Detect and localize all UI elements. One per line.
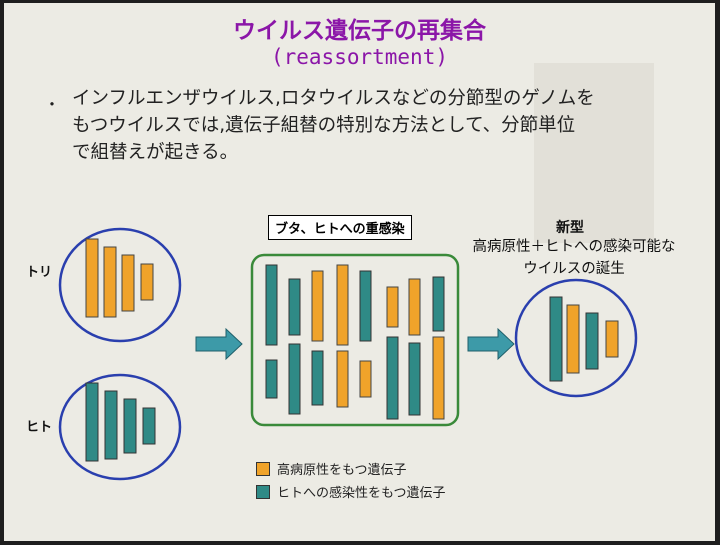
mixed-segment bbox=[359, 360, 372, 398]
reassortment-diagram bbox=[58, 227, 638, 481]
bird-segment bbox=[85, 238, 99, 318]
pig-human-coinfection-label: ブタ、ヒトへの重感染 bbox=[268, 215, 412, 240]
human-segment bbox=[85, 382, 99, 462]
legend-item-orange: 高病原性をもつ遺伝子 bbox=[256, 459, 406, 478]
body-line: インフルエンザウイルス,ロタウイルスなどの分節型のゲノムを bbox=[72, 88, 595, 109]
mixed-segment bbox=[336, 264, 349, 346]
arrow-icon bbox=[195, 327, 243, 361]
new-virus-circle bbox=[514, 278, 638, 398]
new-type-description: 高病原性＋ヒトへの感染可能な ウイルスの誕生 bbox=[434, 236, 714, 280]
arrow-icon bbox=[467, 327, 515, 361]
human-segment bbox=[123, 398, 137, 454]
mixed-segment bbox=[359, 270, 372, 342]
bird-segment bbox=[121, 254, 135, 312]
background-ghost-block bbox=[534, 63, 654, 243]
new-segment bbox=[585, 312, 599, 370]
bullet-marker: ・ bbox=[44, 95, 61, 114]
new-desc-line: 高病原性＋ヒトへの感染可能な bbox=[472, 239, 676, 255]
mixed-segment bbox=[288, 343, 301, 415]
body-line: で組替えが起きる。 bbox=[72, 142, 239, 163]
slide: ウイルス遺伝子の再集合 (reassortment) ・ インフルエンザウイルス… bbox=[4, 3, 715, 541]
bird-virus-circle bbox=[58, 227, 182, 343]
new-segment bbox=[549, 296, 563, 382]
new-segment bbox=[566, 304, 580, 374]
orange-swatch bbox=[256, 461, 270, 476]
legend-item-teal: ヒトへの感染性をもつ遺伝子 bbox=[256, 482, 445, 501]
mixed-segment bbox=[408, 342, 421, 416]
mixed-segment bbox=[408, 278, 421, 336]
pig-mixing-box bbox=[250, 253, 460, 427]
mixed-segment bbox=[311, 270, 324, 342]
mixed-segment bbox=[432, 336, 445, 420]
bird-segment bbox=[103, 246, 117, 318]
legend-label: ヒトへの感染性をもつ遺伝子 bbox=[277, 486, 446, 501]
slide-subtitle: (reassortment) bbox=[270, 45, 448, 69]
bird-label: トリ bbox=[26, 265, 53, 280]
bird-segment bbox=[140, 263, 154, 301]
new-segment bbox=[605, 320, 619, 358]
mixed-segment bbox=[432, 276, 445, 332]
mixed-segment bbox=[265, 264, 278, 346]
teal-swatch bbox=[256, 484, 270, 499]
mixed-segment bbox=[386, 336, 399, 420]
new-desc-line: ウイルスの誕生 bbox=[523, 261, 625, 277]
body-paragraph: インフルエンザウイルス,ロタウイルスなどの分節型のゲノムを もつウイルスでは,遺… bbox=[72, 85, 682, 166]
human-label: ヒト bbox=[26, 420, 53, 435]
body-line: もつウイルスでは,遺伝子組替の特別な方法として、分節単位 bbox=[72, 115, 576, 136]
mixed-segment bbox=[336, 350, 349, 408]
slide-title: ウイルス遺伝子の再集合 bbox=[233, 18, 486, 44]
mixed-segment bbox=[265, 359, 278, 399]
human-segment bbox=[104, 390, 118, 460]
mixed-segment bbox=[386, 286, 399, 328]
mixed-segment bbox=[288, 278, 301, 336]
legend-label: 高病原性をもつ遺伝子 bbox=[277, 463, 407, 478]
mixed-segment bbox=[311, 350, 324, 406]
human-virus-circle bbox=[58, 373, 182, 481]
new-type-label: 新型 bbox=[556, 220, 584, 236]
human-segment bbox=[142, 407, 156, 445]
